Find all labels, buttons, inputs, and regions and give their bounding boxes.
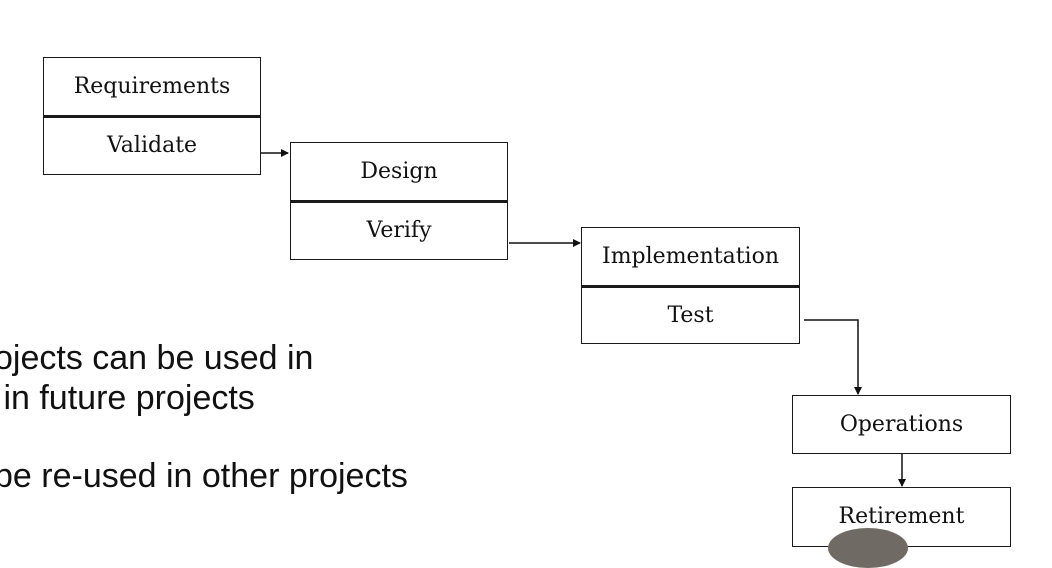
phase-name-design: Design — [291, 143, 507, 203]
phase-name-requirements: Requirements — [44, 58, 260, 118]
arrow-implementation-to-operations — [804, 319, 862, 395]
phase-name-retirement: Retirement — [838, 503, 965, 529]
phase-box-requirements: Requirements Validate — [43, 57, 261, 175]
slide-text-line-2: in future projects — [0, 379, 255, 417]
slide-text-line-1: ojects can be used in — [0, 339, 314, 377]
phase-name-implementation: Implementation — [582, 228, 799, 288]
phase-box-design: Design Verify — [290, 142, 508, 260]
phase-activity-verify: Verify — [366, 218, 432, 243]
phase-activity-test: Test — [667, 302, 714, 328]
presenter-avatar — [828, 528, 908, 568]
phase-box-implementation: Implementation Test — [581, 227, 800, 344]
phase-activity-validate: Validate — [106, 133, 198, 158]
connector-arrows — [260, 149, 906, 487]
phase-name-operations: Operations — [839, 411, 964, 437]
slide-text-line-3: be re-used in other projects — [0, 457, 408, 495]
phase-box-operations: Operations — [792, 395, 1011, 454]
